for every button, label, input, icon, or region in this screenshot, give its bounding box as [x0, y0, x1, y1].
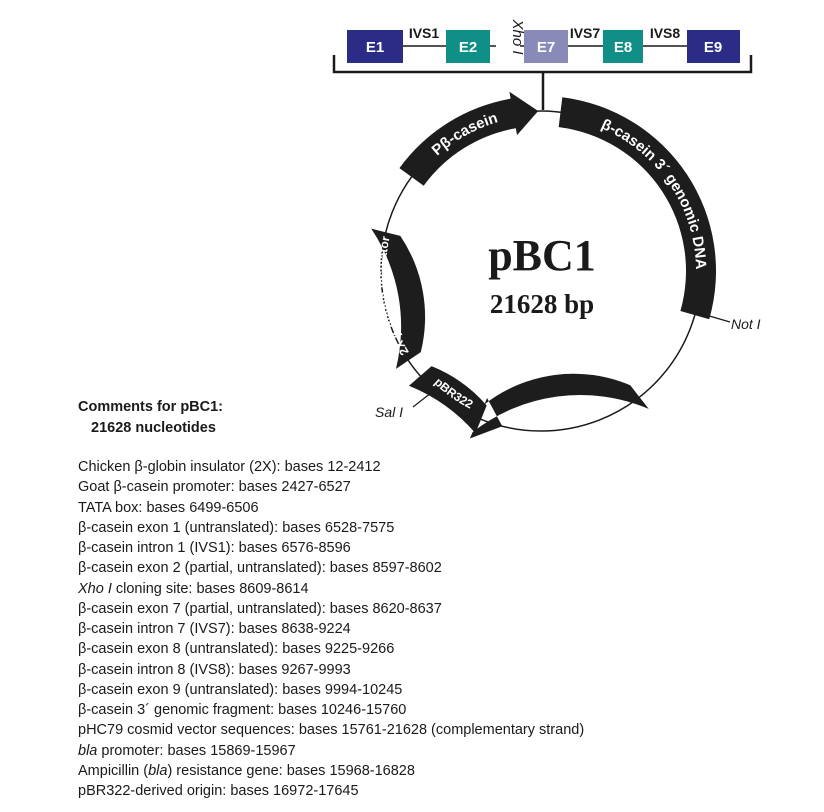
comment-line: pHC79 cosmid vector sequences: bases 157…: [78, 722, 585, 739]
comment-line: TATA box: bases 6499-6506: [78, 499, 259, 516]
not1-site-label: Not I: [731, 316, 761, 332]
xho-gap: [496, 8, 520, 68]
comment-line: β-casein intron 7 (IVS7): bases 8638-922…: [78, 621, 351, 637]
comment-line: β-casein intron 8 (IVS8): bases 9267-999…: [78, 661, 351, 678]
label-ampicillin-text: Ampicillin: [539, 399, 610, 430]
comment-line: β-casein exon 2 (partial, untranslated):…: [78, 560, 442, 577]
comment-line: β-casein exon 1 (untranslated): bases 65…: [78, 519, 395, 536]
comment-line: bla promoter: bases 15869-15967: [78, 742, 296, 759]
exon-e7-label: E7: [537, 39, 555, 56]
comments-title: Comments for pBC1:: [78, 399, 224, 415]
exon-e8-label: E8: [614, 39, 632, 56]
comment-line: β-casein 3´ genomic fragment: bases 1024…: [78, 702, 407, 718]
comment-line: β-casein exon 7 (partial, untranslated):…: [78, 600, 442, 617]
comment-line: β-casein exon 8 (untranslated): bases 92…: [78, 641, 395, 658]
exon-e7: [524, 30, 568, 63]
exon-e1-label: E1: [366, 39, 384, 56]
exon-bar: E1 IVS1 E2 Xho I E7 IVS7 E8 IVS8 E9: [347, 8, 740, 68]
exon-e8: [603, 30, 643, 63]
exon-e2-label: E2: [459, 39, 477, 56]
not1-tick: [698, 312, 731, 323]
label-ampicillin: Ampicillin: [539, 399, 610, 430]
sal1-site-text: Sal I: [375, 404, 403, 420]
comments-subtitle: 21628 nucleotides: [91, 420, 216, 436]
segment-pbr322: [408, 366, 487, 434]
segment-genomic-dna: [558, 97, 717, 320]
intron-ivs8-label: IVS8: [650, 25, 681, 41]
comment-line: β-casein exon 9 (untranslated): bases 99…: [78, 681, 403, 698]
plasmid-segments: [371, 91, 717, 439]
comment-line: β-casein intron 1 (IVS1): bases 6576-859…: [78, 540, 351, 556]
comment-line: pBR322-derived origin: bases 16972-17645: [78, 783, 359, 799]
sal1-site-label: Sal I: [375, 404, 403, 420]
exon-e2: [446, 30, 490, 63]
plasmid-size: 21628 bp: [490, 289, 594, 319]
exon-e9: [687, 30, 740, 63]
segment-ampicillin: [469, 373, 649, 439]
exon-e1: [347, 30, 403, 63]
comment-line: Goat β-casein promoter: bases 2427-6527: [78, 479, 351, 496]
xho-site-label: Xho I: [509, 18, 526, 54]
comment-line: Ampicillin (bla) resistance gene: bases …: [78, 762, 415, 779]
comment-line: Chicken β-globin insulator (2X): bases 1…: [78, 459, 381, 475]
comment-line: Xho I cloning site: bases 8609-8614: [78, 580, 309, 597]
intron-ivs7-label: IVS7: [570, 25, 601, 41]
not1-site-text: Not I: [731, 316, 761, 332]
exon-e9-label: E9: [704, 39, 722, 56]
sal1-tick: [412, 388, 437, 408]
segment-promoter: [399, 91, 539, 186]
plasmid-name: pBC1: [488, 231, 596, 280]
segment-insulator: [371, 228, 426, 369]
intron-ivs1-label: IVS1: [409, 25, 440, 41]
